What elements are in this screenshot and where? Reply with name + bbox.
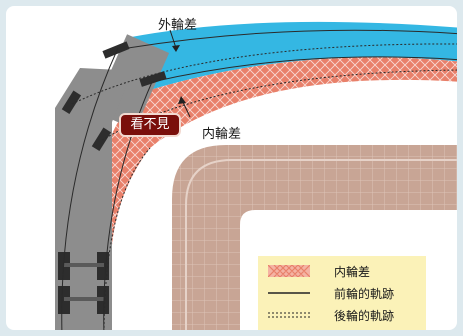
legend-item-inner-difference: 内輪差 [258,260,426,282]
outer-wheel-difference-area [126,21,457,90]
legend-label: 前輪的軌跡 [334,287,395,301]
legend: 内輪差 前輪的軌跡 後輪的軌跡 [258,256,426,330]
inner-wheel-difference-label: 内輪差 [202,127,242,142]
building-block [172,145,457,330]
axle [64,263,104,267]
legend-label: 後輪的軌跡 [334,309,395,323]
outer-label-arrowhead [172,45,180,52]
axle [64,297,104,301]
front-wheel-track [103,81,153,330]
diagram-panel: 外輪差 内輪差 看不見 内輪差 前輪的軌跡 [6,6,457,330]
rear-wheel-track [71,43,457,105]
legend-label: 内輪差 [334,265,371,279]
outer-wheel-difference-label: 外輪差 [158,18,198,33]
tire [139,71,167,87]
solid-line-icon [268,292,310,294]
tire [91,127,112,151]
dotted-line-icon [268,312,310,318]
tire [61,90,82,114]
front-wheel-track [61,47,119,330]
outer-label-arrow [169,29,177,49]
building-inner-edge [185,159,457,330]
blind-spot-badge: 看不見 [119,113,181,137]
crosshatch-swatch-icon [268,265,310,277]
legend-item-rear-track: 後輪的軌跡 [258,304,426,326]
legend-item-front-track: 前輪的軌跡 [258,282,426,304]
tire [102,41,130,59]
inner-wheel-difference-area [100,57,457,245]
inner-label-arrowhead [178,96,186,104]
front-wheel-track [151,56,457,83]
turning-truck-diagram [55,21,457,330]
front-wheel-track [127,29,457,49]
